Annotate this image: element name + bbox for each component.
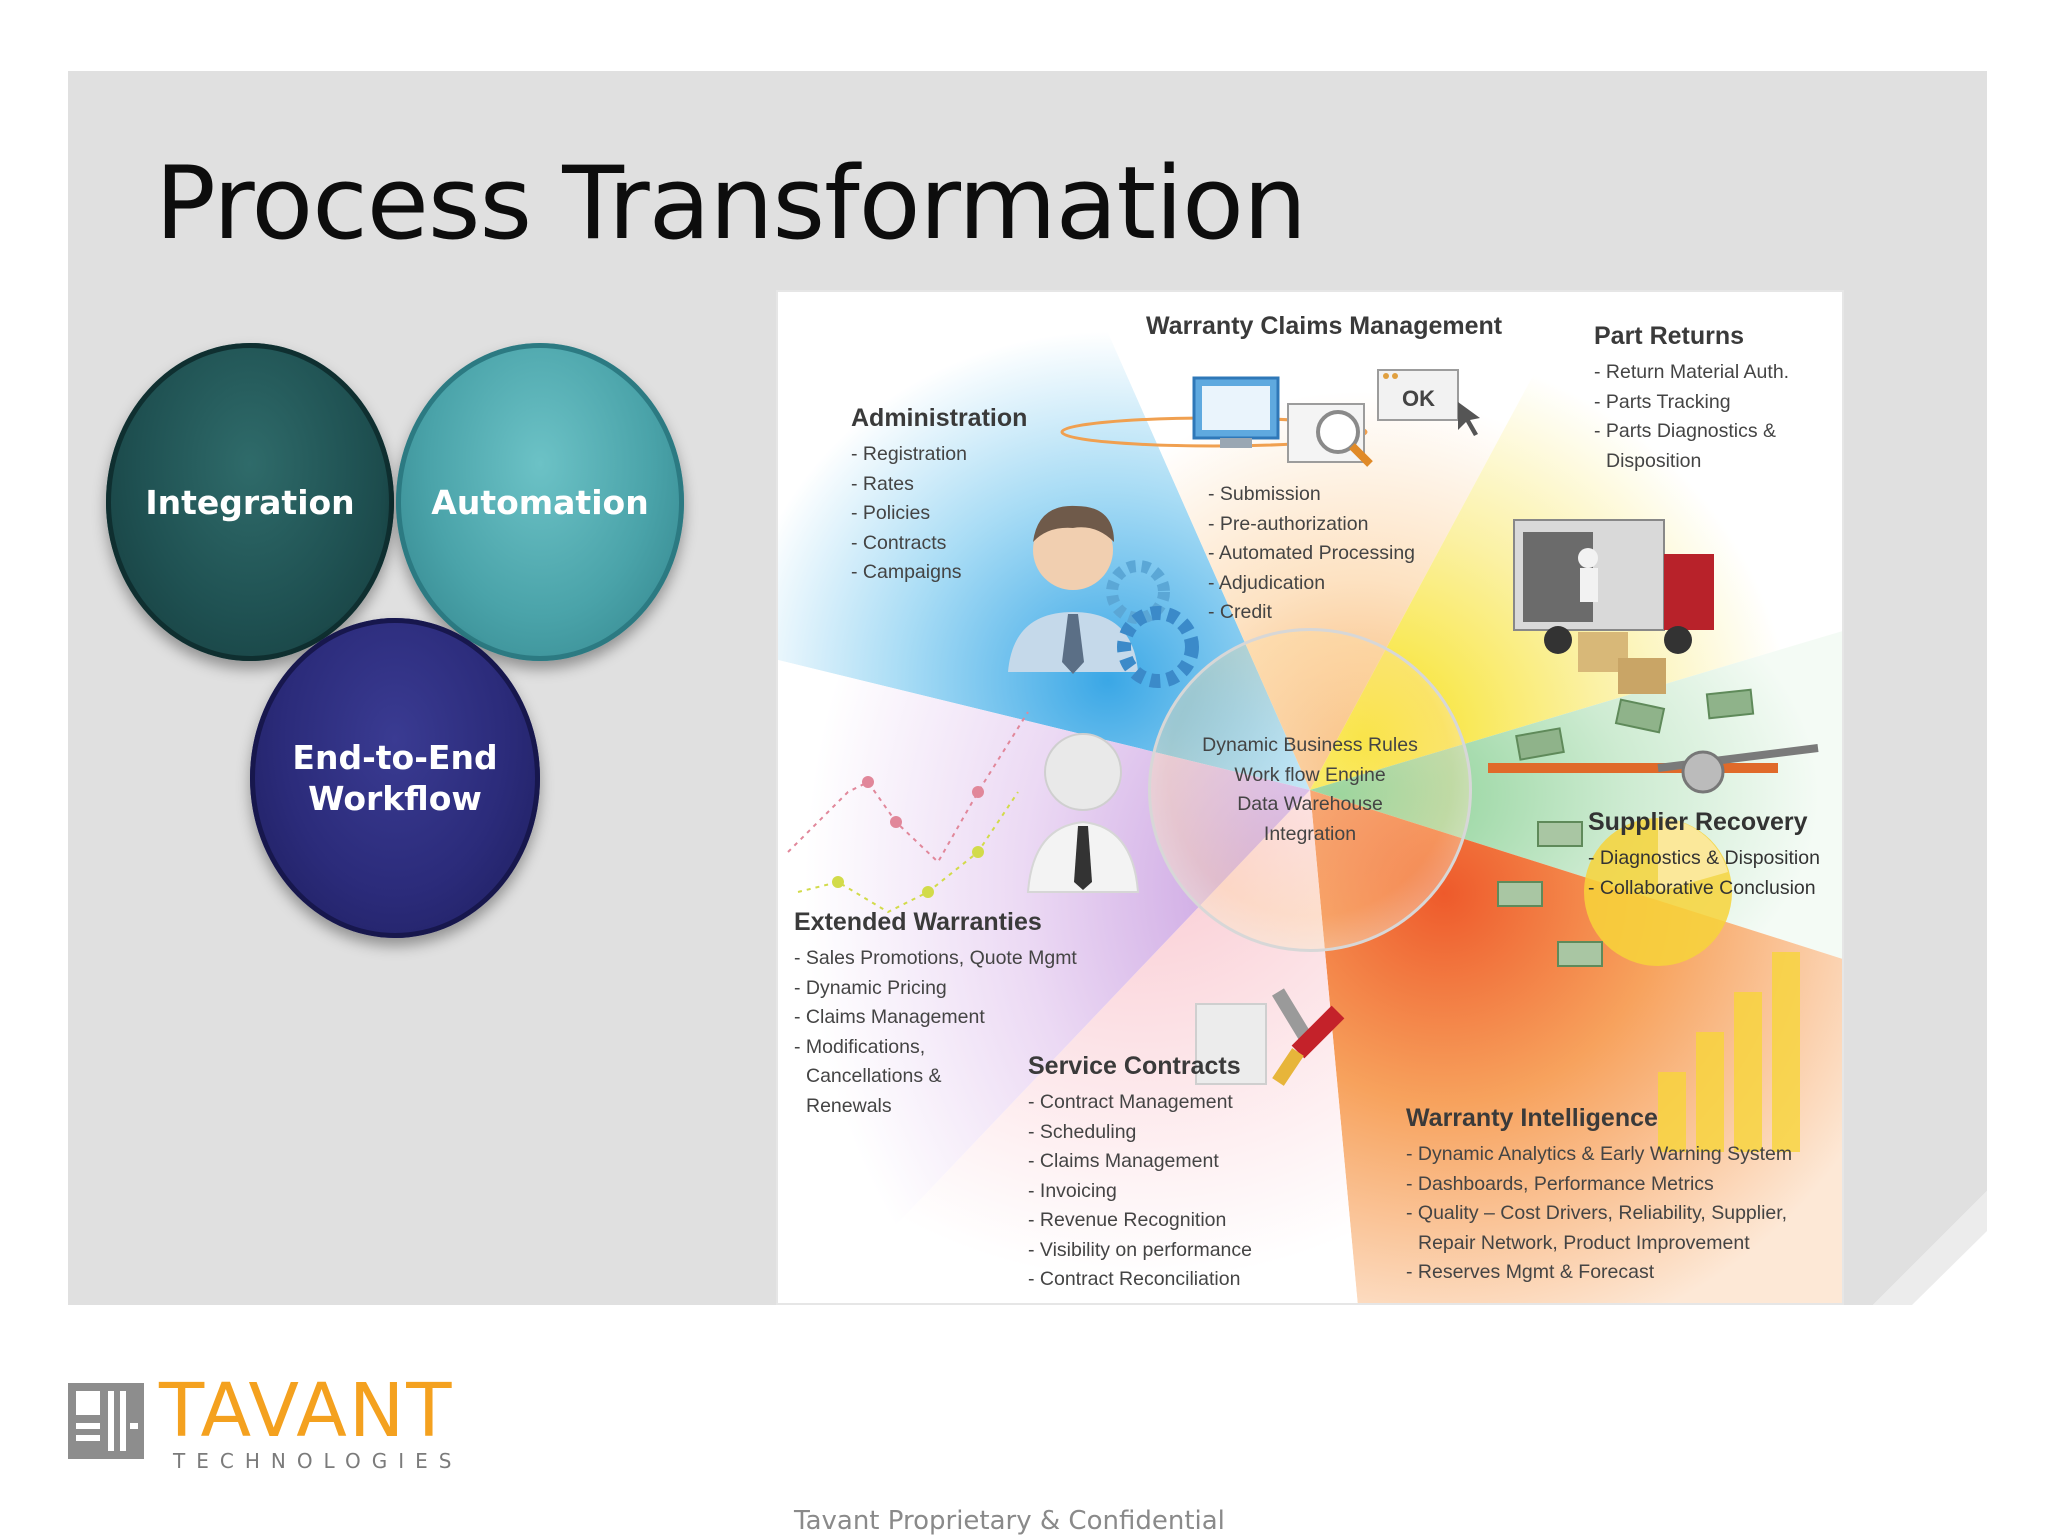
warranty-intelligence-item: - Quality – Cost Drivers, Reliability, S… [1406, 1202, 1788, 1224]
warranty-intelligence-title: Warranty Intelligence [1406, 1104, 1658, 1132]
part-returns-item: - Parts Tracking [1594, 390, 1731, 413]
service-contracts-item: - Contract Reconciliation [1028, 1268, 1241, 1290]
claims-item: - Credit [1208, 601, 1272, 623]
delivery-truck-icon [1513, 519, 1714, 694]
warranty-intelligence-item: - Reserves Mgmt & Forecast [1406, 1261, 1655, 1283]
page-title: Process Transformation [155, 144, 1307, 262]
service-contracts-item: - Invoicing [1028, 1179, 1117, 1202]
automation-label: Automation [431, 482, 649, 522]
service-contracts-item: - Contract Management [1028, 1091, 1233, 1113]
wheel-center-hub: Dynamic Business Rules Work flow Engine … [1148, 628, 1472, 952]
warranty-intelligence-block: Warranty Intelligence - Dynamic Analytic… [1406, 1102, 1792, 1288]
extended-warranties-item: - Modifications, [794, 1035, 926, 1058]
claims-item: - Pre-authorization [1208, 512, 1369, 535]
center-line: Integration [1263, 822, 1357, 845]
extended-warranties-item: - Dynamic Pricing [794, 976, 947, 999]
administration-title: Administration [851, 404, 1028, 432]
extended-warranties-item: - Claims Management [794, 1006, 985, 1028]
service-contracts-tools-icon [1195, 988, 1345, 1086]
end-to-end-label-line2: Workflow [308, 779, 482, 818]
part-returns-item: Disposition [1606, 449, 1702, 472]
service-contracts-block: Service Contracts - Contract Management … [1028, 1050, 1252, 1295]
service-contracts-item: - Scheduling [1028, 1120, 1137, 1143]
center-line: Work flow Engine [1234, 763, 1386, 786]
extended-warranties-item: Cancellations & [806, 1065, 942, 1087]
warranty-claims-block: Warranty Claims Management [1146, 310, 1502, 348]
center-line: Data Warehouse [1237, 793, 1383, 815]
extended-warranties-title: Extended Warranties [794, 908, 1042, 936]
tavant-logo-icon [68, 1383, 144, 1459]
extended-warranties-block: Extended Warranties - Sales Promotions, … [794, 906, 1077, 1121]
part-returns-block: Part Returns - Return Material Auth. - P… [1594, 320, 1789, 476]
end-to-end-workflow-circle: End-to-End Workflow [250, 618, 540, 938]
claims-item: - Submission [1208, 483, 1321, 505]
automation-circle: Automation [396, 343, 684, 661]
extended-warranty-chart-icon [787, 711, 1140, 914]
claims-item: - Adjudication [1208, 571, 1326, 594]
administration-item: - Contracts [851, 531, 947, 554]
extended-warranties-item: - Sales Promotions, Quote Mgmt [794, 947, 1077, 969]
extended-warranties-item: Renewals [806, 1094, 892, 1117]
service-contracts-item: - Visibility on performance [1028, 1238, 1252, 1261]
claims-item: - Automated Processing [1208, 542, 1416, 564]
service-contracts-item: - Revenue Recognition [1028, 1209, 1227, 1231]
administration-item: - Registration [851, 443, 967, 465]
warranty-intelligence-item: Repair Network, Product Improvement [1418, 1231, 1750, 1254]
part-returns-title: Part Returns [1594, 322, 1745, 350]
admin-person-icon [1008, 505, 1199, 688]
warranty-intelligence-item: - Dynamic Analytics & Early Warning Syst… [1406, 1143, 1793, 1165]
ok-button-icon: OK [1402, 386, 1435, 411]
service-contracts-title: Service Contracts [1028, 1052, 1241, 1080]
end-to-end-label-line1: End-to-End [292, 738, 498, 777]
supplier-recovery-title: Supplier Recovery [1588, 808, 1808, 836]
warranty-claims-items: - Submission - Pre-authorization - Autom… [1208, 480, 1415, 628]
claims-computer-icons [1060, 369, 1480, 467]
supplier-recovery-money-icon [1488, 688, 1819, 967]
administration-item: - Campaigns [851, 561, 962, 583]
administration-block: Administration - Registration - Rates - … [851, 402, 1027, 588]
process-wheel-diagram: Warranty Claims Management OK - Submissi… [776, 290, 1844, 1305]
warranty-claims-title: Warranty Claims Management [1146, 312, 1503, 340]
integration-circle: Integration [106, 343, 394, 661]
administration-item: - Rates [851, 472, 914, 495]
supplier-recovery-item: - Diagnostics & Disposition [1588, 847, 1820, 869]
service-contracts-item: - Claims Management [1028, 1150, 1219, 1172]
supplier-recovery-block: Supplier Recovery - Diagnostics & Dispos… [1588, 806, 1820, 903]
warranty-intelligence-chart-icon [1584, 818, 1800, 1152]
administration-item: - Policies [851, 502, 931, 524]
part-returns-item: - Return Material Auth. [1594, 361, 1790, 383]
supplier-recovery-item: - Collaborative Conclusion [1588, 876, 1816, 899]
part-returns-item: - Parts Diagnostics & [1594, 420, 1777, 442]
logo-subtitle: TECHNOLOGIES [173, 1449, 463, 1473]
logo-wordmark: TAVANT [159, 1368, 454, 1454]
confidential-footer: Tavant Proprietary & Confidential [794, 1506, 1225, 1536]
center-line: Dynamic Business Rules [1202, 734, 1418, 756]
integration-label: Integration [145, 482, 355, 522]
warranty-intelligence-item: - Dashboards, Performance Metrics [1406, 1172, 1714, 1195]
